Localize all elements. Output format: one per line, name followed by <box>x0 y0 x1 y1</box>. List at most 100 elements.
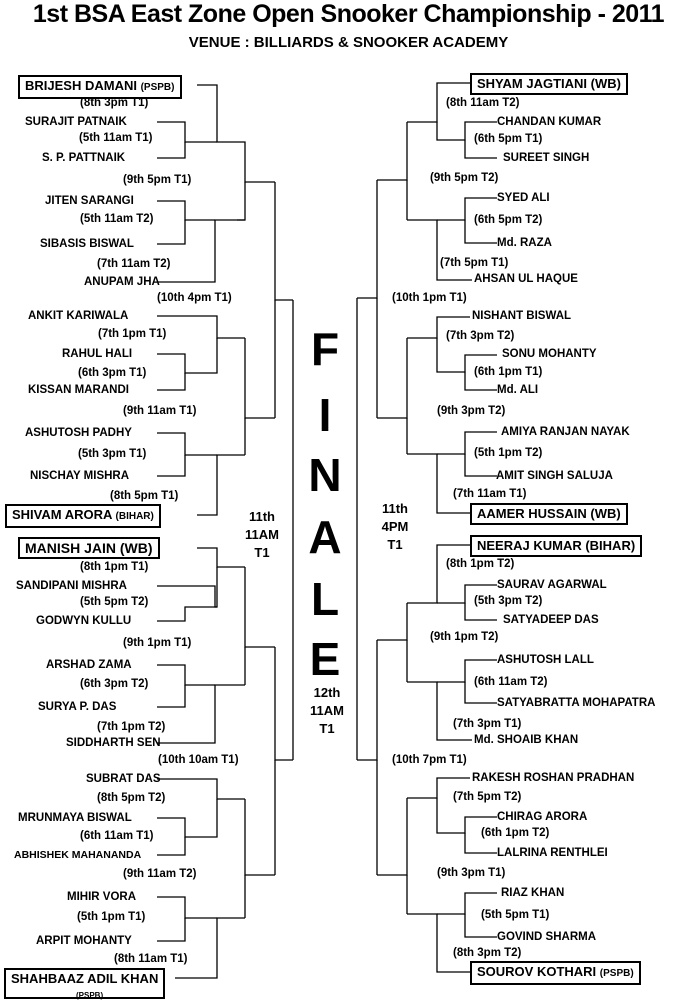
match-schedule: (7th 11am T1) <box>453 488 527 500</box>
player-name: ARPIT MOHANTY <box>36 935 132 947</box>
match-schedule: (5th 5pm T1) <box>481 909 550 921</box>
match-schedule: (6th 11am T1) <box>80 830 154 842</box>
player-name: S. P. PATTNAIK <box>42 152 126 164</box>
player-name: NISCHAY MISHRA <box>30 470 130 482</box>
match-schedule: (9th 3pm T2) <box>437 405 506 417</box>
match-schedule: (7th 1pm T2) <box>97 721 166 733</box>
seed-manish-jain: MANISH JAIN (WB) <box>18 537 160 559</box>
player-name: SATYABRATTA MOHAPATRA <box>497 697 656 709</box>
player-name: SUBRAT DAS <box>86 773 161 785</box>
player-name: SIBASIS BISWAL <box>40 238 134 250</box>
match-schedule: (5th 5pm T2) <box>80 596 149 608</box>
match-schedule: (10th 7pm T1) <box>392 754 467 766</box>
seed-aamer-hussain: AAMER HUSSAIN (WB) <box>470 503 628 525</box>
player-name: AMIYA RANJAN NAYAK <box>501 426 630 438</box>
match-schedule: (10th 4pm T1) <box>157 292 232 304</box>
seed-brijesh-damani: BRIJESH DAMANI (PSPB) <box>18 75 182 99</box>
player-name: ASHUTOSH LALL <box>497 654 594 666</box>
finale-letter: I <box>318 389 332 441</box>
player-name: SURYA P. DAS <box>38 701 117 713</box>
player-name: SUREET SINGH <box>503 152 590 164</box>
match-schedule: (8th 5pm T1) <box>110 490 179 502</box>
player-name: Md. SHOAIB KHAN <box>474 734 579 746</box>
match-schedule: (8th 3pm T1) <box>80 97 149 109</box>
match-schedule: (7th 3pm T1) <box>453 718 522 730</box>
seed-shivam-arora: SHIVAM ARORA (BIHAR) <box>5 504 161 528</box>
player-name: SURAJIT PATNAIK <box>25 116 127 128</box>
player-name: SANDIPANI MISHRA <box>16 580 127 592</box>
player-name: JITEN SARANGI <box>45 195 134 207</box>
match-schedule: (6th 11am T2) <box>474 676 548 688</box>
match-schedule: (8th 1pm T2) <box>446 558 515 570</box>
finale-letter: A <box>308 511 342 563</box>
match-schedule: (9th 5pm T2) <box>430 172 499 184</box>
match-schedule: (8th 3pm T2) <box>453 947 522 959</box>
player-name: CHIRAG ARORA <box>497 811 588 823</box>
match-schedule: (5th 3pm T2) <box>474 595 543 607</box>
match-schedule: (8th 11am T2) <box>446 97 520 109</box>
match-schedule: (10th 10am T1) <box>158 754 239 766</box>
seed-shyam-jagtiani: SHYAM JAGTIANI (WB) <box>470 73 628 95</box>
match-schedule: (8th 1pm T1) <box>80 561 149 573</box>
finale-letter: E <box>309 633 341 685</box>
player-name: GOVIND SHARMA <box>497 931 597 943</box>
player-name: AMIT SINGH SALUJA <box>496 470 613 482</box>
player-name: AHSAN UL HAQUE <box>474 273 578 285</box>
match-schedule: (7th 1pm T1) <box>98 328 167 340</box>
player-name: NISHANT BISWAL <box>472 310 572 322</box>
finale-letter: L <box>310 573 340 625</box>
player-name: MIHIR VORA <box>67 891 136 903</box>
match-schedule: (8th 11am T1) <box>114 953 188 965</box>
match-schedule: (7th 3pm T2) <box>446 330 515 342</box>
match-schedule: (5th 1pm T2) <box>474 447 543 459</box>
match-schedule: (9th 3pm T1) <box>437 867 506 879</box>
player-name: SATYADEEP DAS <box>503 614 599 626</box>
match-schedule: (7th 11am T2) <box>97 258 171 270</box>
venue-subtitle: VENUE : BILLIARDS & SNOOKER ACADEMY <box>188 34 509 51</box>
finale-letter: N <box>308 449 342 501</box>
match-schedule: (5th 11am T2) <box>80 213 154 225</box>
player-name: SAURAV AGARWAL <box>497 579 607 591</box>
match-schedule: (9th 5pm T1) <box>123 174 192 186</box>
player-name: ABHISHEK MAHANANDA <box>14 849 142 861</box>
player-name: GODWYN KULLU <box>36 615 132 627</box>
seed-shahbaaz-adil-khan: SHAHBAAZ ADIL KHAN(PSPB) <box>4 968 166 1000</box>
player-name: Md. RAZA <box>497 237 552 249</box>
player-name: KISSAN MARANDI <box>28 384 129 396</box>
match-schedule: (6th 3pm T2) <box>80 678 149 690</box>
seed-sourav-kothari: SOUROV KOTHARI (PSPB) <box>470 961 641 985</box>
player-name: RIAZ KHAN <box>501 887 565 899</box>
player-name: LALRINA RENTHLEI <box>497 847 608 859</box>
match-schedule: (10th 1pm T1) <box>392 292 467 304</box>
page-title: 1st BSA East Zone Open Snooker Champions… <box>32 0 665 28</box>
match-schedule: (6th 3pm T1) <box>78 367 147 379</box>
player-name: SYED ALI <box>497 192 550 204</box>
match-schedule: (5th 1pm T1) <box>77 911 146 923</box>
player-name: RAHUL HALI <box>62 348 133 360</box>
player-name: ARSHAD ZAMA <box>46 659 132 671</box>
player-name: ANUPAM JHA <box>84 276 160 288</box>
seed-neeraj-kumar: NEERAJ KUMAR (BIHAR) <box>470 535 643 557</box>
player-name: Md. ALI <box>497 384 539 396</box>
match-schedule: (9th 1pm T1) <box>123 637 192 649</box>
match-schedule: (5th 11am T1) <box>79 132 153 144</box>
match-schedule: (6th 5pm T1) <box>474 133 543 145</box>
match-schedule: (9th 11am T1) <box>123 405 197 417</box>
finale-letter: F <box>310 323 340 375</box>
player-name: MRUNMAYA BISWAL <box>18 812 132 824</box>
player-name: SIDDHARTH SEN <box>66 737 161 749</box>
player-name: ANKIT KARIWALA <box>28 310 129 322</box>
match-schedule: (9th 11am T2) <box>123 868 197 880</box>
player-name: RAKESH ROSHAN PRADHAN <box>472 772 635 784</box>
match-schedule: (5th 3pm T1) <box>78 448 147 460</box>
match-schedule: (8th 5pm T2) <box>97 792 166 804</box>
match-schedule: (7th 5pm T2) <box>453 791 522 803</box>
match-schedule: (6th 1pm T2) <box>481 827 550 839</box>
match-schedule: (9th 1pm T2) <box>430 631 499 643</box>
player-name: ASHUTOSH PADHY <box>25 427 132 439</box>
player-name: CHANDAN KUMAR <box>497 116 602 128</box>
